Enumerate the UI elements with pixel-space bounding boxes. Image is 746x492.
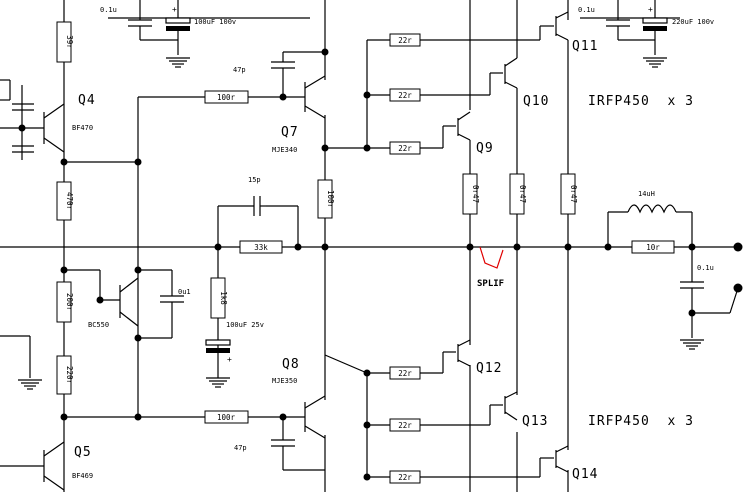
r-q7-base-label: 100r [217,93,236,102]
q12-label: Q12 [476,361,502,376]
capacitor-miller-top: 47p [233,61,295,74]
r-gate-3-label: 22r [398,144,412,153]
r-gate-1-label: 22r [398,36,412,45]
q13-label: Q13 [522,414,548,429]
resistor-r-gate-1: 22r [389,33,421,47]
resistor-r-out: 10r [631,240,675,254]
q10-label: Q10 [523,94,549,109]
mosfet-q10: Q10 [490,57,549,109]
resistor-r-q7-base: 100r [204,90,249,104]
capacitor-input-left [12,103,34,153]
r-gate-6-label: 22r [398,473,412,482]
resistor-r-src-1: 0r47 [462,173,480,215]
capacitor-top-film-left: 0.1u [100,0,152,40]
transistor-q8: Q8 MJE350 [272,357,326,439]
capacitor-top-film-right: 0.1u [578,0,630,40]
r-out-label: 10r [646,243,660,252]
q5-label: Q5 [74,445,92,460]
r-gnd-label: 1k8 [219,291,228,305]
r-src-3-label: 0r47 [569,185,578,203]
c-top-elec-right-label: 220uF 100v [672,18,714,26]
c-gnd-elec-label: 100uF 25v [226,321,264,329]
r-src-2-label: 0r47 [518,185,527,203]
bottom-bank-label: IRFP450 x 3 [588,414,694,429]
q4-label: Q4 [78,93,96,108]
r-mid-lower-label: 220r [65,366,74,385]
c-top-film-right-label: 0.1u [578,6,595,14]
resistor-r-q8-base: 100r [204,410,249,424]
r-q7-emit-label: 100r [326,190,335,209]
resistor-r-src-2: 0r47 [509,173,527,215]
plus-sign: + [172,5,177,14]
resistor-r-top-left: 39r [56,21,74,63]
q8-part-label: MJE350 [272,377,297,385]
q5-part-label: BF469 [72,472,93,480]
capacitor-top-elec-left: + 100uF 100v [165,0,236,55]
c-miller-top-label: 47p [233,66,246,74]
c-zobel-label: 0.1u [697,264,714,272]
c-top-film-left-label: 0.1u [100,6,117,14]
c-miller-bottom-label: 47p [234,444,247,452]
mosfet-q14: Q14 [540,445,598,482]
resistor-r-q7-emit: 100r [317,179,335,219]
c-vbe-label: 0u1 [178,288,191,296]
resistor-r-gnd: 1k8 [210,277,228,319]
split-label: SPLIF [477,279,504,289]
resistor-r-mid-upper: 470r [56,181,74,221]
r-src-1-label: 0r47 [471,185,480,203]
resistor-r-src-3: 0r47 [560,173,578,215]
q11-label: Q11 [572,39,598,54]
capacitor-gnd-elec: + 100uF 25v [205,321,264,364]
capacitor-zobel: 0.1u [680,264,714,292]
c-feedback-label: 15p [248,176,261,184]
resistor-r-gate-4: 22r [389,366,421,380]
capacitor-vbe: 0u1 [160,288,191,308]
plus-sign: + [648,5,653,14]
resistor-r-gate-3: 22r [389,141,421,155]
split-annotation: SPLIF [477,246,504,289]
q8-label: Q8 [282,357,300,372]
mosfet-q12: Q12 [443,339,502,376]
resistor-r-feedback: 33k [239,240,283,254]
capacitor-top-elec-right: + 220uF 100v [642,0,714,55]
mosfet-q13: Q13 [490,391,548,429]
mosfet-q9: Q9 [443,111,494,156]
r-pot-label: 200r [65,293,74,312]
r-gate-4-label: 22r [398,369,412,378]
r-top-left-label: 39r [65,35,74,49]
q14-label: Q14 [572,467,598,482]
r-feedback-label: 33k [254,243,268,252]
q7-label: Q7 [281,125,299,140]
mosfet-q11: Q11 [539,11,598,54]
transistor-q4: Q4 BF470 [43,93,96,153]
resistor-r-mid-lower: 220r [56,355,74,395]
top-bank-label: IRFP450 x 3 [588,94,694,109]
resistor-r-gate-2: 22r [389,88,421,102]
capacitor-miller-bottom: 47p [234,439,295,452]
r-gate-5-label: 22r [398,421,412,430]
c-top-elec-left-label: 100uF 100v [194,18,236,26]
q4-part-label: BF470 [72,124,93,132]
resistor-r-gate-5: 22r [389,418,421,432]
q7-part-label: MJE340 [272,146,297,154]
inductor-l-out: 14uH [627,190,677,214]
capacitor-feedback: 15p [248,176,266,216]
resistor-r-pot: 200r [56,281,74,323]
resistor-r-gate-6: 22r [389,470,421,484]
transistor-vbe: BC550 [88,277,139,329]
r-mid-upper-label: 470r [65,192,74,211]
vbe-part-label: BC550 [88,321,109,329]
l-out-label: 14uH [638,190,655,198]
r-q8-base-label: 100r [217,413,236,422]
transistor-q5: Q5 BF469 [43,441,93,491]
r-gate-2-label: 22r [398,91,412,100]
junctions [18,48,743,481]
q9-label: Q9 [476,141,494,156]
plus-sign: + [227,355,232,364]
transistor-q7: Q7 MJE340 [272,75,326,154]
